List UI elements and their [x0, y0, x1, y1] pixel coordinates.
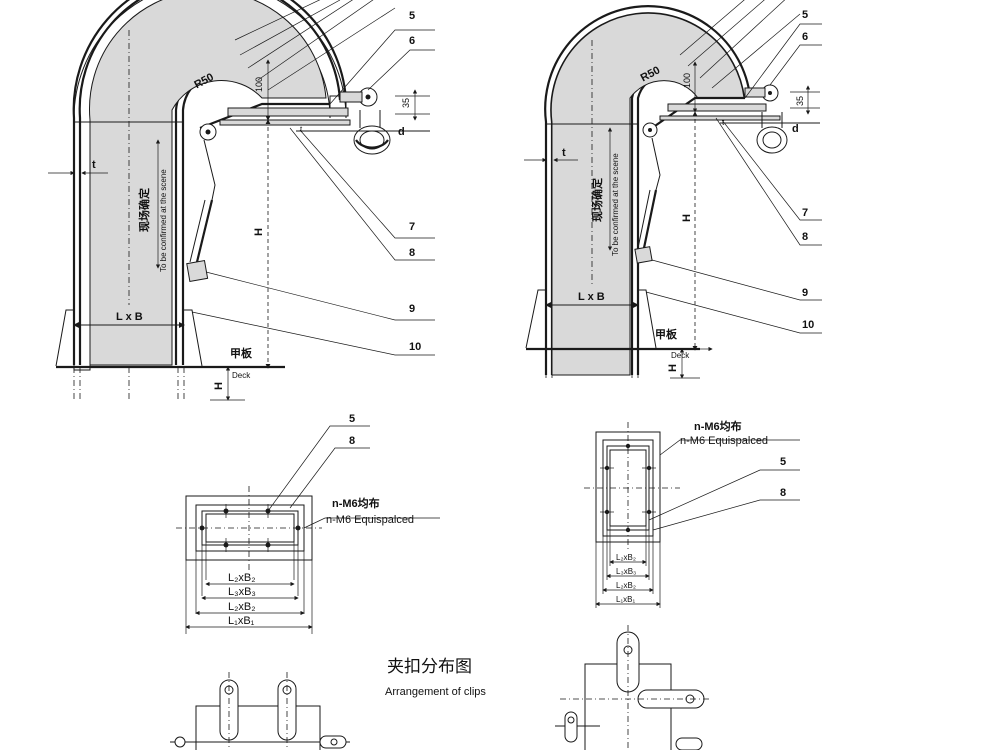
dim-H-right: H	[681, 214, 693, 222]
callout-5-right: 5	[802, 9, 808, 21]
callout-8-plan-left: 8	[349, 435, 355, 447]
callout-6-right: 6	[802, 31, 808, 43]
callout-9-right: 9	[802, 287, 808, 299]
callout-10-right: 10	[802, 319, 814, 331]
callout-7-right: 7	[802, 207, 808, 219]
vent-right-view: R50 100 35 d t t 现场确定 To be confirmed at…	[524, 0, 822, 379]
dim-L2B2b-left: L₂xB₂	[228, 601, 256, 613]
dim-100-right: 100	[682, 73, 692, 88]
callout-8-left: 8	[409, 247, 415, 259]
dim-H1-right: H	[667, 364, 679, 372]
m6-en-right: n-M6 Equispalced	[680, 435, 768, 447]
callout-10-left: 10	[409, 341, 421, 353]
dim-LxB-right: L x B	[578, 291, 605, 303]
callout-5-plan-right: 5	[780, 456, 786, 468]
deck-en-right: Deck	[671, 351, 690, 360]
deck-en-left: Deck	[232, 371, 251, 380]
m6-cn-right: n-M6均布	[694, 419, 742, 433]
callout-6-left: 6	[409, 35, 415, 47]
dim-t-right: t	[562, 147, 566, 159]
dim-LxB-left: L x B	[116, 311, 143, 323]
m6-cn-left: n-M6均布	[332, 496, 380, 510]
callout-5-plan-left: 5	[349, 413, 355, 425]
dim-H: H	[253, 228, 265, 236]
dim-L3B3-left: L₃xB₃	[228, 586, 256, 598]
callout-8-plan-right: 8	[780, 487, 786, 499]
confirm-en-left: To be confirmed at the scene	[159, 169, 168, 272]
vent-left-view: R50 100 35 d t t 现场确定 To be confirmed at…	[48, 0, 435, 401]
m6-en-left: n-M6 Equispalced	[326, 514, 414, 526]
dim-100: 100	[254, 77, 264, 92]
clips-title-cn: 夹扣分布图	[387, 657, 472, 677]
dim-L1B1-left: L₁xB₁	[228, 615, 255, 627]
dim-d: d	[398, 126, 405, 138]
confirm-cn-left: 现场确定	[137, 188, 151, 232]
confirm-en-right: To be confirmed at the scene	[611, 153, 620, 256]
dim-d-right: d	[792, 123, 799, 135]
dim-35-right: 35	[795, 96, 805, 106]
clips-title-en: Arrangement of clips	[385, 686, 486, 698]
bolt-holes	[199, 504, 301, 552]
dim-t: t	[92, 159, 96, 171]
clip-detail-right	[555, 625, 712, 750]
dim-L2B2b-right: L₂xB₂	[616, 581, 636, 590]
dim-35: 35	[401, 98, 411, 108]
dim-t1-right: t	[722, 118, 725, 127]
deck-cn-left: 甲板	[230, 346, 253, 360]
dim-t1: t	[300, 125, 303, 134]
confirm-cn-right: 现场确定	[590, 178, 604, 222]
dim-L1B1-right: L₁xB₁	[616, 595, 635, 604]
dim-H1-left: H	[213, 382, 225, 390]
callout-8-right: 8	[802, 231, 808, 243]
clip-detail-left	[170, 672, 350, 750]
dim-L2B2-left: L₂xB₂	[228, 572, 256, 584]
dim-L3B3-right: L₃xB₃	[616, 567, 636, 576]
callout-9-left: 9	[409, 303, 415, 315]
deck-cn-right: 甲板	[655, 327, 678, 341]
callout-7-left: 7	[409, 221, 415, 233]
callout-5-left: 5	[409, 10, 415, 22]
plan-view-left: L₂xB₂ L₃xB₃ L₂xB₂ L₁xB₁ 5 8 n-M6均布 n-M6 …	[176, 413, 440, 634]
plan-view-right: L₂xB₂ L₃xB₃ L₂xB₂ L₁xB₁ n-M6均布 n-M6 Equi…	[584, 419, 800, 608]
dim-L2B2-right: L₂xB₂	[616, 553, 636, 562]
